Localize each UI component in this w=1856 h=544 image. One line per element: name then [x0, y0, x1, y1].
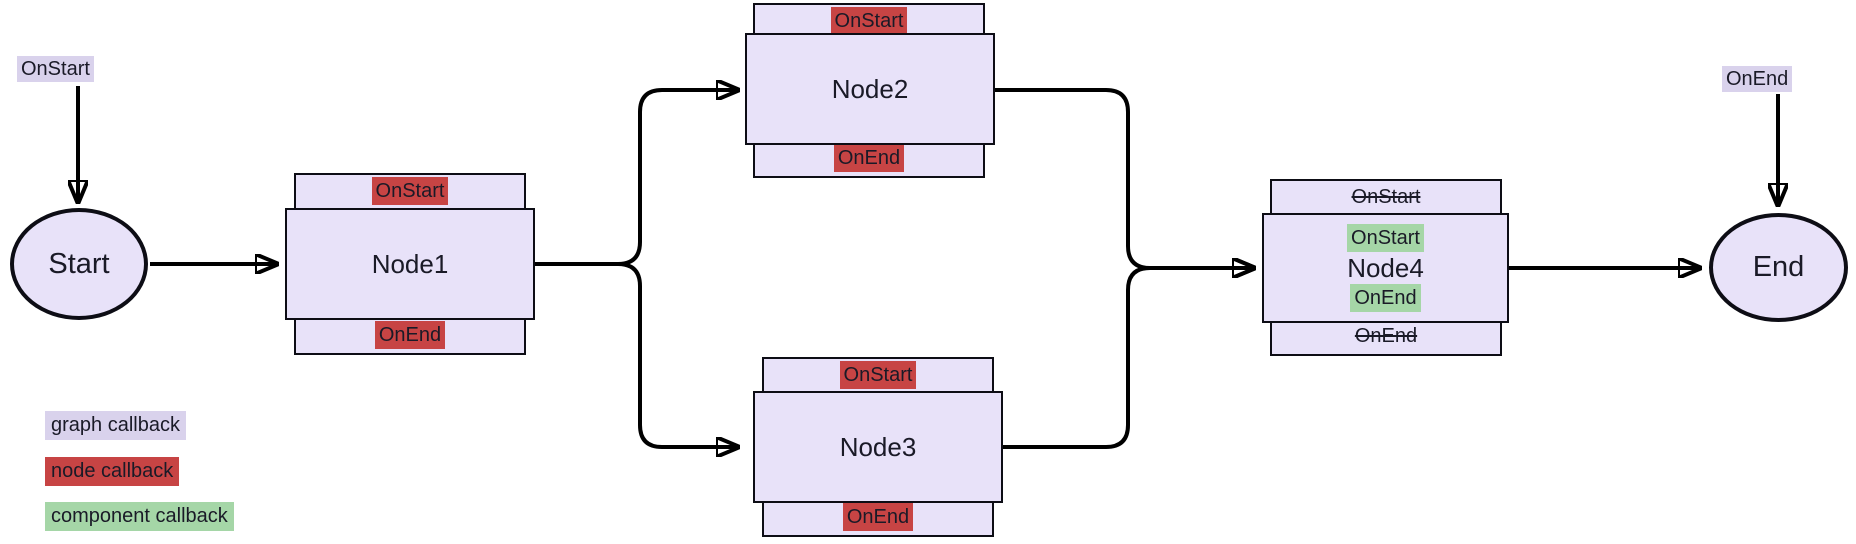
node4-onend-disabled-label: OnEnd: [1354, 325, 1418, 347]
node4-component-onstart-label: OnStart: [1347, 224, 1424, 252]
node2-onend-label: OnEnd: [833, 144, 905, 172]
legend-item-component-callback: component callback: [45, 502, 234, 531]
legend-item-graph-callback: graph callback: [45, 411, 186, 440]
legend-item-node-callback: node callback: [45, 457, 180, 486]
node3-onend-label: OnEnd: [842, 503, 914, 531]
node3-top-tab: OnStart: [762, 357, 994, 396]
node4-component-onend-label: OnEnd: [1350, 284, 1421, 312]
node3-main: Node3: [753, 391, 1003, 503]
node1-title: Node1: [371, 249, 449, 279]
end-node-label: End: [1752, 251, 1805, 283]
node1-onend-label: OnEnd: [374, 321, 446, 349]
node2-title: Node2: [831, 74, 909, 104]
node2-onstart-label: OnStart: [830, 7, 908, 35]
node2-bottom-tab: OnEnd: [753, 140, 985, 178]
node4-bottom-tab: OnEnd: [1270, 318, 1502, 356]
node4-title: Node4: [1347, 253, 1424, 283]
node1-bottom-tab: OnEnd: [294, 315, 526, 355]
node3-onstart-label: OnStart: [839, 361, 917, 389]
end-node: End: [1709, 213, 1848, 322]
node1-top-tab: OnStart: [294, 173, 526, 213]
edge-node2-to-node4: [995, 88, 1254, 268]
node3-bottom-tab: OnEnd: [762, 498, 994, 537]
start-node-label: Start: [48, 247, 110, 280]
node4-main: OnStart Node4 OnEnd: [1262, 213, 1509, 323]
start-node: Start: [10, 208, 148, 320]
edge-node1-to-node2: [535, 90, 738, 266]
node2-main: Node2: [745, 33, 995, 145]
node1-onstart-label: OnStart: [371, 177, 449, 205]
graph-onstart-label: OnStart: [17, 56, 94, 82]
node1-main: Node1: [285, 208, 535, 320]
edge-node3-to-node4: [1003, 268, 1254, 449]
node2-top-tab: OnStart: [753, 3, 985, 38]
graph-onend-label: OnEnd: [1722, 66, 1793, 92]
node3-title: Node3: [839, 432, 917, 462]
node4-onstart-disabled-label: OnStart: [1351, 186, 1421, 208]
node4-top-tab: OnStart: [1270, 179, 1502, 218]
edge-node1-to-node3: [535, 262, 738, 447]
